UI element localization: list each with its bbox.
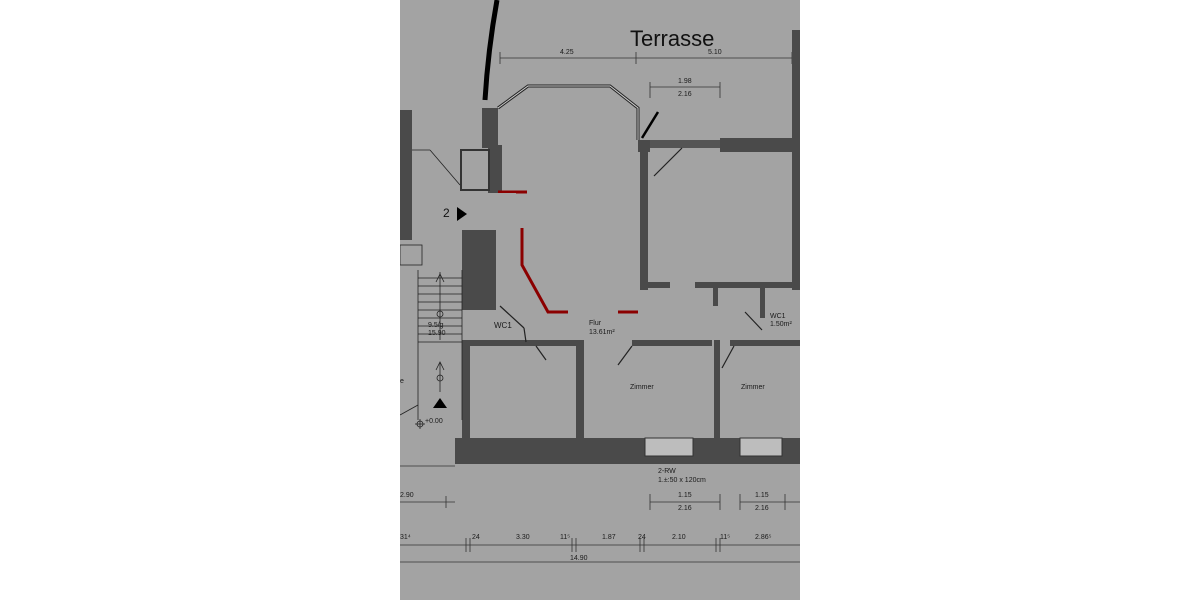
dim-mid-c2: 2.16: [678, 505, 692, 512]
dim-total: 14.90: [570, 555, 588, 562]
dim-mid-r2: 2.16: [755, 505, 769, 512]
entry-triangle: [457, 207, 467, 221]
stair-steps-label: 9.5/g: [428, 322, 444, 329]
room-label-wc-right: WC1: [770, 313, 786, 320]
stair-dims-label: 15.90: [428, 330, 446, 337]
room-area-flur: 13.61m²: [589, 329, 615, 336]
room-area-wc-right: 1.50m²: [770, 321, 792, 328]
dim-bot-0: 31⁴: [400, 534, 411, 541]
dimension-line-top: [499, 52, 800, 98]
dim-top-c2: 2.16: [678, 91, 692, 98]
floor-plan: Terrasse 4.25 5.10 1.98 2.16 2 WC1 Flur …: [400, 0, 800, 600]
level-marker: [415, 419, 425, 429]
dim-mid-c1: 1.15: [678, 492, 692, 499]
window-label: 2-RW: [658, 468, 676, 475]
room-label-flur: Flur: [589, 320, 602, 327]
dim-top-b: 5.10: [708, 49, 722, 56]
wall-arc: [482, 0, 500, 101]
dim-bot-1: 24: [472, 534, 480, 541]
stair-arrow: [435, 272, 445, 392]
left-cut-label: e: [400, 378, 404, 385]
dim-mid-r1: 1.15: [755, 492, 769, 499]
room-label-wc-left: WC1: [494, 321, 512, 330]
dim-bot-3: 11⁵: [560, 534, 571, 541]
dim-top-a: 4.25: [560, 49, 574, 56]
dim-bot-2: 3.30: [516, 534, 530, 541]
bay-window: [497, 84, 640, 140]
dim-bot-6: 2.10: [672, 534, 686, 541]
window-size: 1.±:50 x 120cm: [658, 477, 706, 484]
dim-bot-4: 1.87: [602, 534, 616, 541]
north-triangle: [433, 398, 447, 408]
dim-mid-left: 2.90: [400, 492, 414, 499]
staircase: [400, 149, 463, 420]
window-openings: [644, 437, 783, 457]
entry-marker: 2: [443, 206, 450, 220]
door-swings: [499, 147, 763, 369]
door-swing-top: [640, 111, 660, 139]
dim-bot-8: 2.86⁵: [755, 534, 772, 541]
dim-bot-7: 11⁵: [720, 534, 731, 541]
new-walls-red: [498, 190, 638, 314]
room-label-zimmer-right: Zimmer: [741, 384, 765, 391]
dim-bot-5: 24: [638, 534, 646, 541]
terrace-label: Terrasse: [630, 26, 715, 51]
dim-top-c1: 1.98: [678, 78, 692, 85]
floor-plan-drawing: [400, 0, 800, 563]
room-label-zimmer-mid: Zimmer: [630, 384, 654, 391]
level-label: +0.00: [425, 418, 443, 425]
dimension-lines-bottom: [400, 465, 800, 563]
walls: [400, 30, 800, 464]
